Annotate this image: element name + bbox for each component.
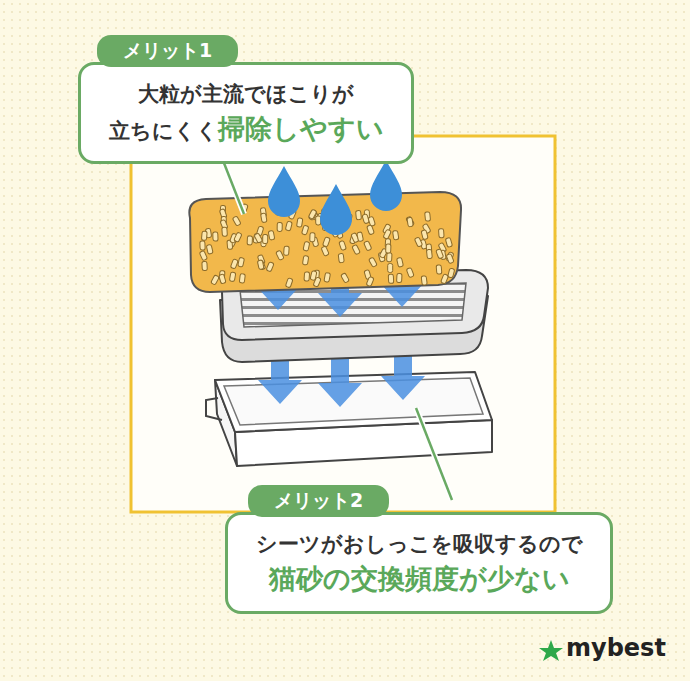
watermark: mybest — [566, 634, 666, 662]
callout-text: 立ちにくく — [109, 119, 218, 143]
callout-box: メリット2シーツがおしっこを吸収するので猫砂の交換頻度が少ない — [225, 512, 613, 614]
callout-line: 立ちにくく掃除しやすい — [103, 109, 389, 148]
callout-box: メリット1大粒が主流でほこりが立ちにくく掃除しやすい — [78, 62, 414, 164]
callout-text: シーツがおしっこを吸収するので — [250, 529, 588, 559]
emphasis-text: 掃除しやすい — [218, 113, 384, 144]
merit-tab: メリット1 — [97, 35, 238, 67]
merit-tab: メリット2 — [248, 485, 389, 517]
emphasis-text: 猫砂の交換頻度が少ない — [250, 559, 588, 598]
callout-text: 大粒が主流でほこりが — [103, 79, 389, 109]
